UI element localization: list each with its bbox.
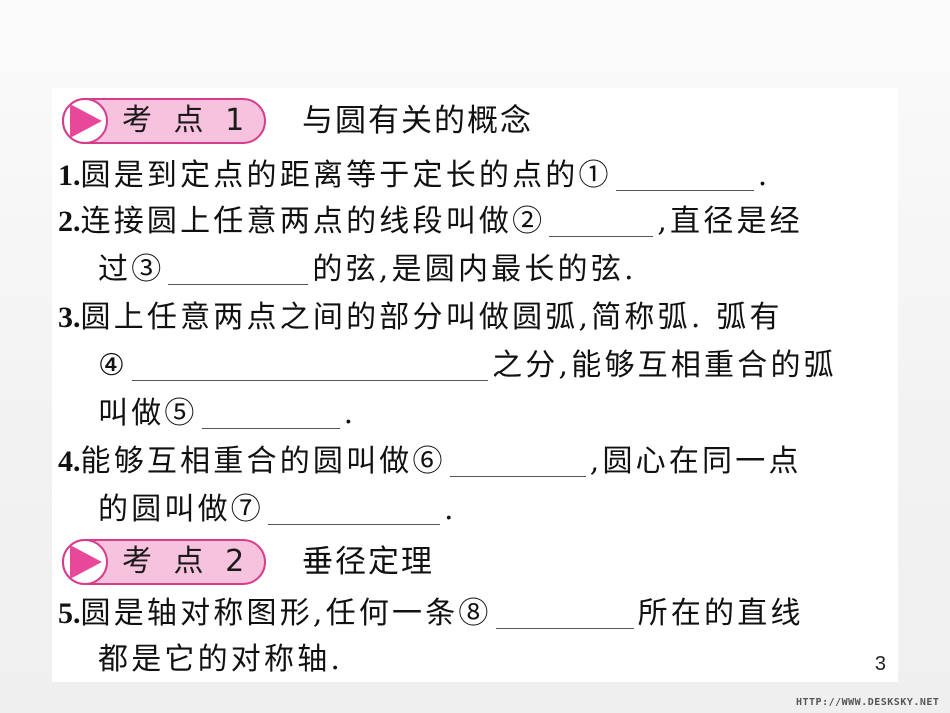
text: . <box>757 158 771 193</box>
text: 的弦,是圆内最长的弦. <box>312 252 637 287</box>
watermark: HTTP://WWW.DESKSKY.NET <box>796 697 940 708</box>
blank-8[interactable] <box>495 594 634 629</box>
item-3-line-1: 3.圆上任意两点之间的部分叫做圆弧,简称弧. 弧有 <box>52 294 783 342</box>
text: 过③ <box>98 252 165 287</box>
kaodian-2-badge: 考 点 2 <box>62 539 266 585</box>
play-triangle-icon <box>62 539 108 585</box>
blank-5[interactable] <box>201 394 340 429</box>
text: 都是它的对称轴. <box>98 642 344 677</box>
item-1-line-1: 1.圆是到定点的距离等于定长的点的①. <box>52 152 770 200</box>
text: 的圆叫做⑦ <box>98 492 264 527</box>
text: 连接圆上任意两点的线段叫做② <box>80 204 546 239</box>
text: ④ <box>98 348 129 383</box>
item-number: 3. <box>58 301 81 334</box>
text: 叫做⑤ <box>98 396 198 431</box>
blank-7[interactable] <box>268 490 440 525</box>
text: . <box>444 492 457 527</box>
item-4-line-1: 4.能够互相重合的圆叫做⑥ ,圆心在同一点 <box>52 438 802 486</box>
text: 圆是到定点的距离等于定长的点的① <box>80 158 612 193</box>
badge-label: 考 点 1 <box>122 103 251 138</box>
item-4-line-2: 的圆叫做⑦. <box>52 486 457 534</box>
item-number: 5. <box>58 597 81 630</box>
item-2-line-2: 过③ 的弦,是圆内最长的弦. <box>52 246 637 294</box>
item-3-line-2: ④ 之分,能够互相重合的弧 <box>52 342 837 390</box>
item-5-line-1: 5.圆是轴对称图形,任何一条⑧ 所在的直线 <box>52 590 804 638</box>
badge-label: 考 点 2 <box>122 544 251 579</box>
text: 圆是轴对称图形,任何一条⑧ <box>80 596 492 631</box>
blank-2[interactable] <box>549 202 654 237</box>
play-triangle-icon <box>62 98 108 144</box>
text: ,直径是经 <box>657 204 803 239</box>
item-2-line-1: 2.连接圆上任意两点的线段叫做② ,直径是经 <box>52 198 803 246</box>
section-title-concepts: 与圆有关的概念 <box>302 103 533 139</box>
blank-6[interactable] <box>449 442 586 477</box>
item-number: 2. <box>58 205 81 238</box>
worksheet-page: 考 点 1 与圆有关的概念 1.圆是到定点的距离等于定长的点的①. 2.连接圆上… <box>52 88 898 682</box>
text: 圆上任意两点之间的部分叫做圆弧,简称弧. 弧有 <box>80 300 783 335</box>
section-title-perpendicular-diameter: 垂径定理 <box>302 544 434 580</box>
text: 能够互相重合的圆叫做⑥ <box>80 444 446 479</box>
text: ,圆心在同一点 <box>589 444 802 479</box>
item-5-line-2: 都是它的对称轴. <box>52 636 343 684</box>
blank-1[interactable] <box>615 156 754 191</box>
blank-3[interactable] <box>168 250 309 285</box>
page-number: 3 <box>874 653 886 675</box>
item-3-line-3: 叫做⑤. <box>52 390 356 438</box>
text: . <box>343 396 357 431</box>
kaodian-1-badge: 考 点 1 <box>62 98 266 144</box>
item-number: 4. <box>58 445 81 478</box>
text: 所在的直线 <box>637 596 804 631</box>
item-number: 1. <box>58 159 81 192</box>
text: 之分,能够互相重合的弧 <box>492 348 837 383</box>
blank-4[interactable] <box>132 346 489 381</box>
